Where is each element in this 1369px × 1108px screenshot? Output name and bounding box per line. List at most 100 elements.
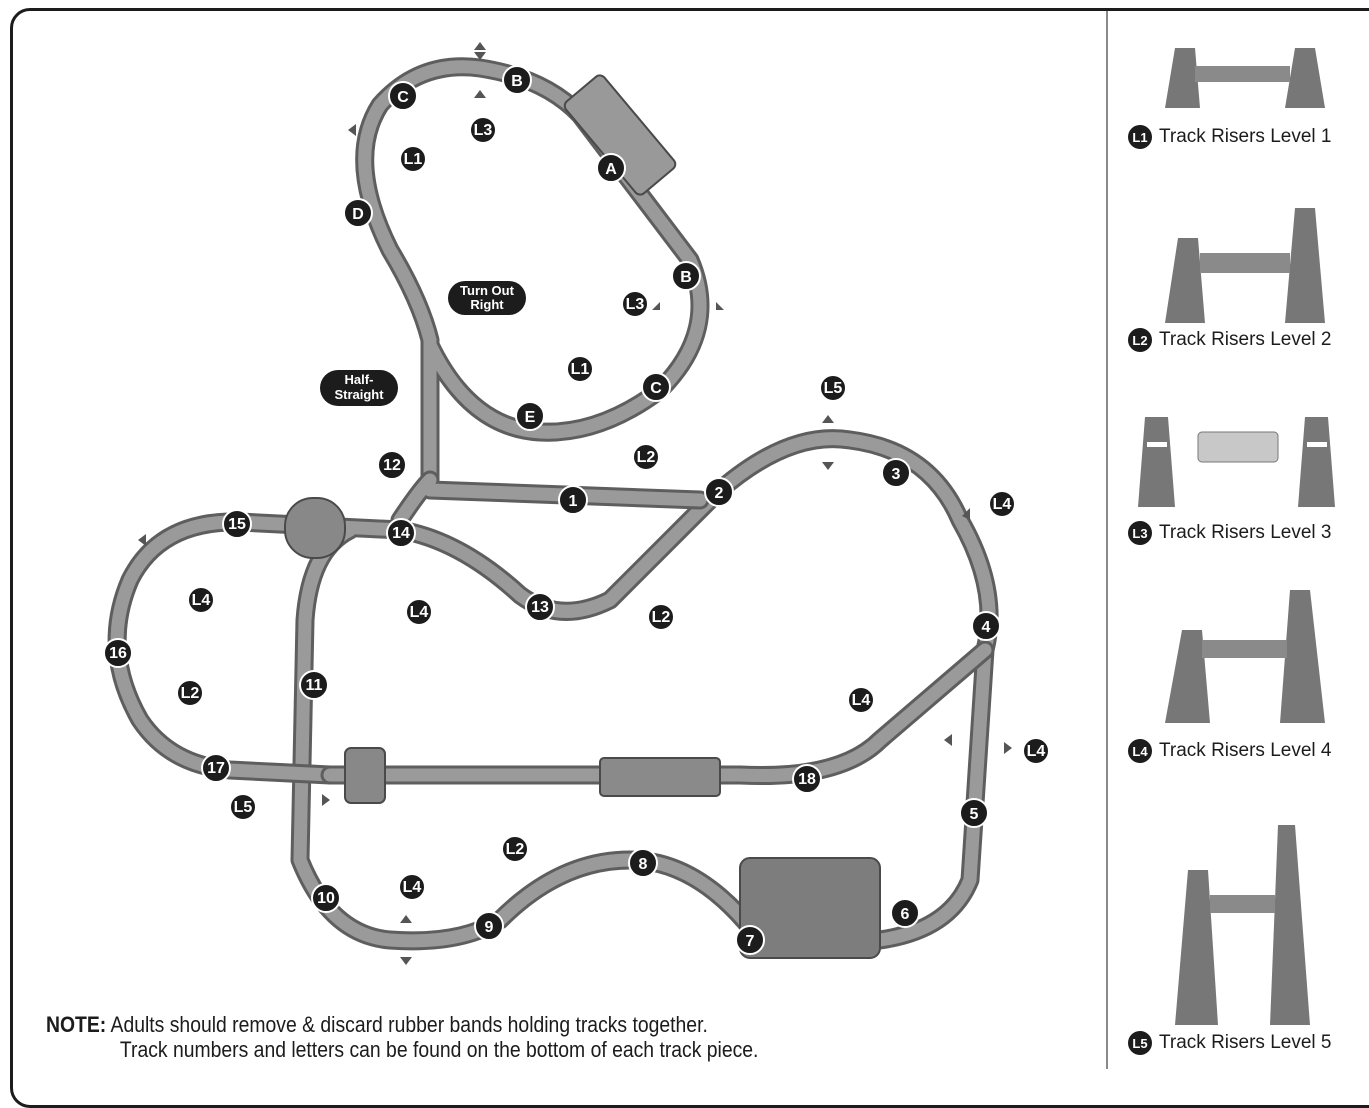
track-marker-label: 18 [798,771,816,788]
riser-level1-image [1165,48,1325,108]
half-straight-line1: Half- [345,372,374,387]
track-marker-circle [525,592,555,622]
riser-marker-label: L5 [234,799,253,816]
legend-badge: L4 [1128,739,1152,763]
riser-marker-circle [819,374,847,402]
legend-label: Track Risers Level 1 [1159,126,1332,147]
riser-marker-circle [847,686,875,714]
riser-marker-label: L1 [404,151,423,168]
track-marker-label: C [650,380,662,397]
riser-marker-label: L5 [824,380,843,397]
track-marker-circle [474,911,504,941]
riser-marker-label: L2 [506,841,525,858]
station-a [563,74,677,196]
track-marker-label: 15 [228,516,246,533]
track-marker-circle [386,518,416,548]
riser-marker-label: L4 [192,592,211,609]
track-marker-label: 16 [109,645,127,662]
track-marker-label: E [525,409,536,426]
riser-marker-circle [632,443,660,471]
legend-label: Track Risers Level 5 [1159,1032,1332,1053]
legend-badge: L2 [1128,328,1152,352]
bridge-center [599,757,721,797]
riser-marker-circle [405,598,433,626]
track-marker-label: 17 [207,760,225,777]
track-marker-label: 5 [970,806,979,823]
track-marker-label: 2 [715,485,724,502]
riser-level5-image [1175,825,1310,1025]
riser-marker-circle [229,793,257,821]
track-marker-label: 11 [306,677,323,694]
note-line2: Track numbers and letters can be found o… [119,1037,759,1062]
track-marker-circle [792,764,822,794]
legend-badge: L1 [1128,125,1152,149]
track-marker-circle [103,638,133,668]
track-marker-circle [299,670,329,700]
riser-marker-circle [469,116,497,144]
riser-marker-label: L1 [571,361,590,378]
riser-marker-circle [501,835,529,863]
track-marker-label: 9 [485,919,494,936]
riser-marker-circle [398,873,426,901]
riser-marker-circle [566,355,594,383]
track-marker-circle [311,883,341,913]
bridge-left [344,747,386,804]
legend-item-level2: L2 Track Risers Level 2 [1128,328,1331,352]
half-straight-line2: Straight [334,387,384,402]
legend-item-level3: L3 Track Risers Level 3 [1128,521,1331,545]
legend-label: Track Risers Level 3 [1159,522,1332,543]
legend-divider [1106,11,1108,1069]
riser-level4-image [1165,590,1325,723]
track-marker-circle [201,753,231,783]
riser-marker-circle [621,290,649,318]
turnout-line1: Turn Out [460,283,515,298]
assembly-note: NOTE: Adults should remove & discard rub… [46,1012,758,1062]
track-marker-label: 4 [982,619,991,636]
bridge-track [320,640,995,786]
track-marker-label: 3 [892,466,901,483]
track-layout [107,57,999,959]
track-marker-label: A [605,161,617,178]
station-building [739,857,881,959]
riser-marker-label: L4 [993,496,1012,513]
riser-marker-circle [187,586,215,614]
track-marker-circle [628,848,658,878]
turntable [284,497,346,559]
track-marker-circle [671,261,701,291]
track-marker-label: 1 [569,493,578,510]
riser-marker-circle [647,603,675,631]
track-marker-label: 6 [901,906,910,923]
track-marker-label: C [397,89,409,106]
track-marker-circle [890,898,920,928]
track-marker-label: 10 [317,890,335,907]
track-marker-circle [502,65,532,95]
track-marker-label: 7 [746,933,755,950]
track-marker-circle [222,509,252,539]
legend-badge: L3 [1128,521,1152,545]
track-marker-circle [971,611,1001,641]
riser-marker-label: L3 [626,296,645,313]
track-marker-circle [881,458,911,488]
turnout-callout: Turn Out Right [448,281,526,315]
track-marker-label: 8 [639,856,648,873]
riser-marker-label: L4 [852,692,871,709]
track-marker-circle [558,485,588,515]
track-marker-circle [596,153,626,183]
legend-item-level1: L1 Track Risers Level 1 [1128,125,1331,149]
track-marker-circle [343,198,373,228]
riser-marker-circle [988,490,1016,518]
riser-marker-circle [176,679,204,707]
riser-level2-image [1165,208,1325,323]
legend-label: Track Risers Level 2 [1159,329,1332,350]
track-marker-label: B [511,73,523,90]
track-marker-circle [641,372,671,402]
half-straight-callout: Half- Straight [320,370,398,406]
riser-marker-circle [399,145,427,173]
track-marker-circle [704,477,734,507]
track-marker-circle [515,401,545,431]
track-marker-label: D [352,206,364,223]
riser-marker-label: L2 [181,685,200,702]
